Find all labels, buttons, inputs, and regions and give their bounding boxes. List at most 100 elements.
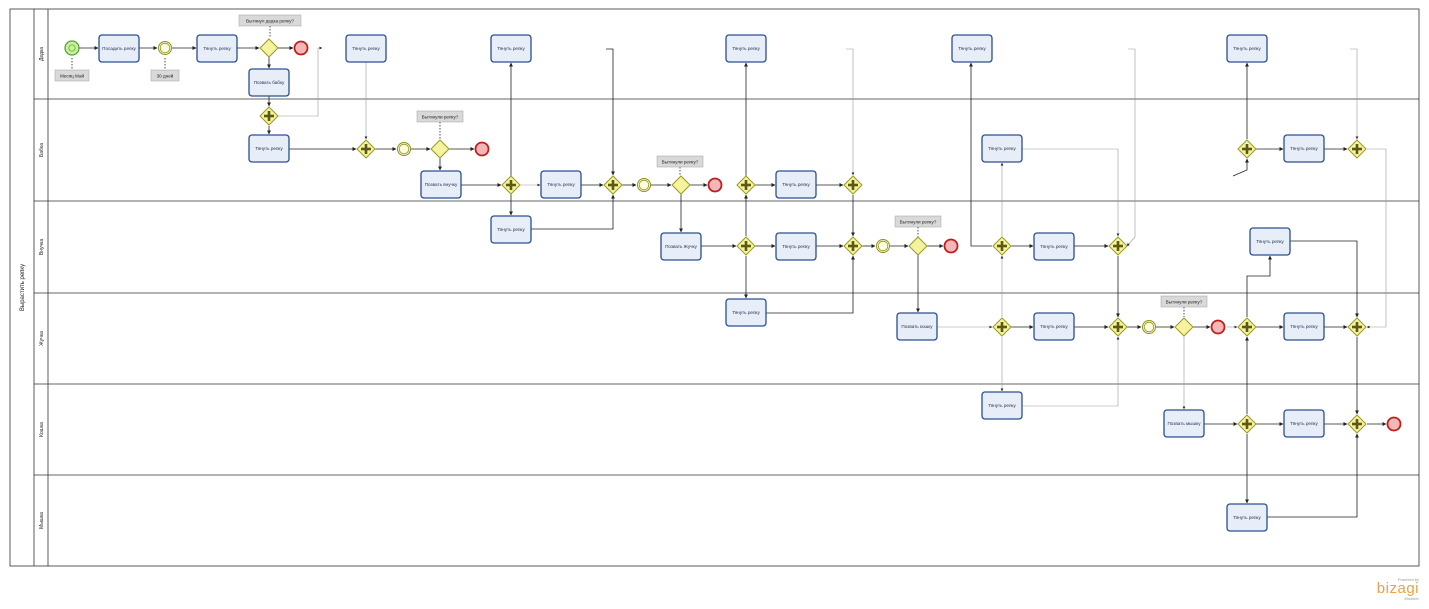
task-label: Тянуть репку bbox=[352, 46, 380, 51]
modeler-text: Modeler bbox=[1404, 596, 1419, 601]
intermediate-event[interactable] bbox=[397, 142, 411, 156]
task-tyanut-repku[interactable]: Тянуть репку bbox=[1226, 34, 1268, 63]
parallel-gateway[interactable] bbox=[356, 139, 376, 159]
sequence-flow bbox=[1267, 433, 1359, 518]
lane-label: Дедка bbox=[39, 47, 45, 61]
task-tyanut-repku[interactable]: Тянуть репку bbox=[725, 34, 767, 63]
task-label: Тянуть репку bbox=[255, 146, 283, 151]
end-event[interactable] bbox=[943, 238, 959, 254]
task-tyanut-repku[interactable]: Тянуть репку bbox=[775, 170, 817, 199]
sequence-flow bbox=[846, 48, 855, 176]
pool-label: Вырастить репку bbox=[20, 264, 26, 311]
task-label: Тянуть репку bbox=[1233, 515, 1261, 520]
intermediate-event[interactable] bbox=[158, 41, 172, 55]
parallel-gateway[interactable] bbox=[259, 106, 279, 126]
exclusive-gateway[interactable] bbox=[671, 175, 691, 195]
intermediate-event[interactable] bbox=[637, 178, 651, 192]
annotation-question: Вытянули репку? bbox=[416, 110, 464, 123]
task-label: Тянуть репку bbox=[1256, 239, 1284, 244]
parallel-gateway[interactable] bbox=[992, 317, 1012, 337]
task-label: Тянуть репку bbox=[1290, 146, 1318, 151]
sequence-flow bbox=[1366, 148, 1387, 329]
task-tyanut-repku[interactable]: Тянуть репку bbox=[981, 134, 1023, 163]
end-event[interactable] bbox=[707, 177, 723, 193]
intermediate-event[interactable] bbox=[876, 239, 890, 253]
annotation-month-may: Месяц Май bbox=[54, 69, 90, 82]
pool-frame bbox=[9, 8, 1420, 567]
sequence-flow bbox=[766, 255, 855, 314]
end-event[interactable] bbox=[1386, 416, 1402, 432]
parallel-gateway[interactable] bbox=[1108, 236, 1128, 256]
annotation-question: Вытянули репку? bbox=[1160, 295, 1208, 308]
parallel-gateway[interactable] bbox=[1347, 414, 1367, 434]
task-pozvat-babku[interactable]: Позвать бабку bbox=[248, 68, 290, 97]
annotation-question: Вытянули репку? bbox=[894, 215, 942, 228]
lane-label: Бабка bbox=[39, 143, 45, 157]
task-tyanut-repku[interactable]: Тянуть репку bbox=[1283, 312, 1325, 341]
task-posadit-repku[interactable]: Посадить репку bbox=[98, 34, 140, 63]
task-tyanut-repku[interactable]: Тянуть репку bbox=[725, 298, 767, 327]
exclusive-gateway[interactable] bbox=[430, 139, 450, 159]
annotation-question: Вытянули репку? bbox=[656, 155, 704, 168]
task-label: Тянуть репку bbox=[782, 182, 810, 187]
parallel-gateway[interactable] bbox=[1108, 317, 1128, 337]
task-tyanut-repku[interactable]: Тянуть репку bbox=[1033, 232, 1075, 261]
task-label: Тянуть репку bbox=[1290, 324, 1318, 329]
parallel-gateway[interactable] bbox=[1237, 317, 1257, 337]
parallel-gateway[interactable] bbox=[501, 175, 521, 195]
parallel-gateway[interactable] bbox=[992, 236, 1012, 256]
task-label: Тянуть репку bbox=[1233, 46, 1261, 51]
task-tyanut-repku[interactable]: Тянуть репку bbox=[1283, 134, 1325, 163]
task-tyanut-repku[interactable]: Тянуть репку bbox=[490, 34, 532, 63]
parallel-gateway[interactable] bbox=[1237, 414, 1257, 434]
task-tyanut-repku[interactable]: Тянуть репку bbox=[248, 134, 290, 163]
task-tyanut-repku[interactable]: Тянуть репку bbox=[1033, 312, 1075, 341]
task-tyanut-repku[interactable]: Тянуть репку bbox=[951, 34, 993, 63]
sequence-flow bbox=[1232, 158, 1249, 177]
task-tyanut-repku[interactable]: Тянуть репку bbox=[196, 34, 238, 63]
task-pozvat-koshku[interactable]: Позвать кошку bbox=[896, 312, 938, 341]
parallel-gateway[interactable] bbox=[736, 236, 756, 256]
exclusive-gateway[interactable] bbox=[1174, 317, 1194, 337]
lane-label: Кошка bbox=[39, 422, 45, 437]
task-tyanut-repku[interactable]: Тянуть репку bbox=[490, 215, 532, 244]
task-label: Тянуть репку bbox=[203, 46, 231, 51]
annotation-text: Месяц Май bbox=[60, 73, 85, 79]
task-tyanut-repku[interactable]: Тянуть репку bbox=[981, 391, 1023, 420]
task-label: Позвать Жучку bbox=[665, 244, 697, 249]
end-event[interactable] bbox=[293, 40, 309, 56]
task-pozvat-vnuchku[interactable]: Позвать внучку bbox=[420, 170, 462, 199]
task-tyanut-repku[interactable]: Тянуть репку bbox=[1226, 503, 1268, 532]
task-tyanut-repku[interactable]: Тянуть репку bbox=[775, 232, 817, 261]
task-label: Тянуть репку bbox=[1290, 421, 1318, 426]
end-event[interactable] bbox=[474, 141, 490, 157]
task-tyanut-repku[interactable]: Тянуть репку bbox=[1249, 227, 1291, 256]
task-label: Тянуть репку bbox=[547, 182, 575, 187]
intermediate-event[interactable] bbox=[1142, 320, 1156, 334]
parallel-gateway[interactable] bbox=[1347, 317, 1367, 337]
start-event[interactable] bbox=[64, 40, 80, 56]
parallel-gateway[interactable] bbox=[843, 175, 863, 195]
task-pozvat-zhuchku[interactable]: Позвать Жучку bbox=[660, 232, 702, 261]
parallel-gateway[interactable] bbox=[1237, 139, 1257, 159]
parallel-gateway[interactable] bbox=[843, 236, 863, 256]
task-label: Позвать внучку bbox=[425, 182, 458, 187]
task-tyanut-repku[interactable]: Тянуть репку bbox=[540, 170, 582, 199]
sequence-flow bbox=[1290, 240, 1359, 318]
annotation-text: Вытянул дедка репку? bbox=[246, 19, 294, 24]
parallel-gateway[interactable] bbox=[1347, 139, 1367, 159]
parallel-gateway[interactable] bbox=[603, 175, 623, 195]
end-event[interactable] bbox=[1210, 319, 1226, 335]
task-label: Тянуть репку bbox=[497, 227, 525, 232]
exclusive-gateway[interactable] bbox=[908, 236, 928, 256]
task-label: Тянуть репку bbox=[988, 403, 1016, 408]
sequence-flow bbox=[1246, 255, 1272, 317]
task-label: Тянуть репку bbox=[988, 146, 1016, 151]
parallel-gateway[interactable] bbox=[736, 175, 756, 195]
sequence-flow bbox=[531, 194, 615, 230]
task-tyanut-repku[interactable]: Тянуть репку bbox=[1283, 409, 1325, 438]
task-tyanut-repku[interactable]: Тянуть репку bbox=[345, 34, 387, 63]
annotation-text: Вытянули репку? bbox=[900, 220, 937, 225]
task-pozvat-myshku[interactable]: Позвать мышку bbox=[1163, 409, 1205, 438]
exclusive-gateway[interactable] bbox=[259, 38, 279, 58]
